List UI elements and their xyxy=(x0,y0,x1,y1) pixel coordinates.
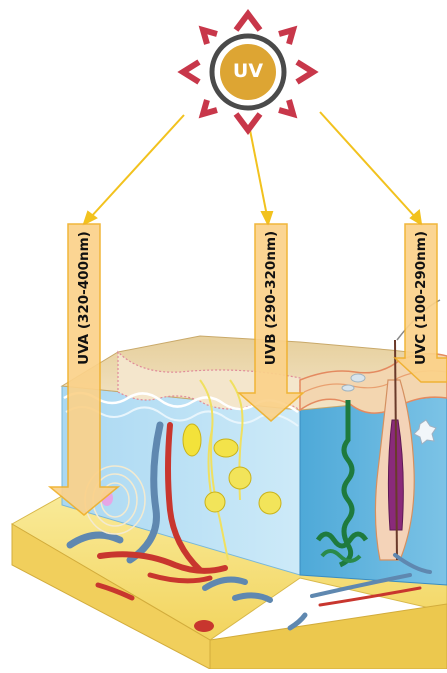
uvb-label: UVB (290-320nm) xyxy=(263,198,279,398)
uva-label: UVA (320-400nm) xyxy=(76,198,92,398)
sun-label: UV xyxy=(228,60,268,82)
uvc-label: UVC (100-290nm) xyxy=(413,198,429,398)
meissner-corpuscle xyxy=(183,424,201,456)
surface-cell-2 xyxy=(342,385,354,391)
surface-cell-1 xyxy=(351,374,365,382)
vessel-section xyxy=(194,620,214,632)
receptor-1 xyxy=(214,439,238,457)
pacinian-2 xyxy=(205,492,225,512)
pacinian-1 xyxy=(229,467,251,489)
pacinian-3 xyxy=(259,492,281,514)
